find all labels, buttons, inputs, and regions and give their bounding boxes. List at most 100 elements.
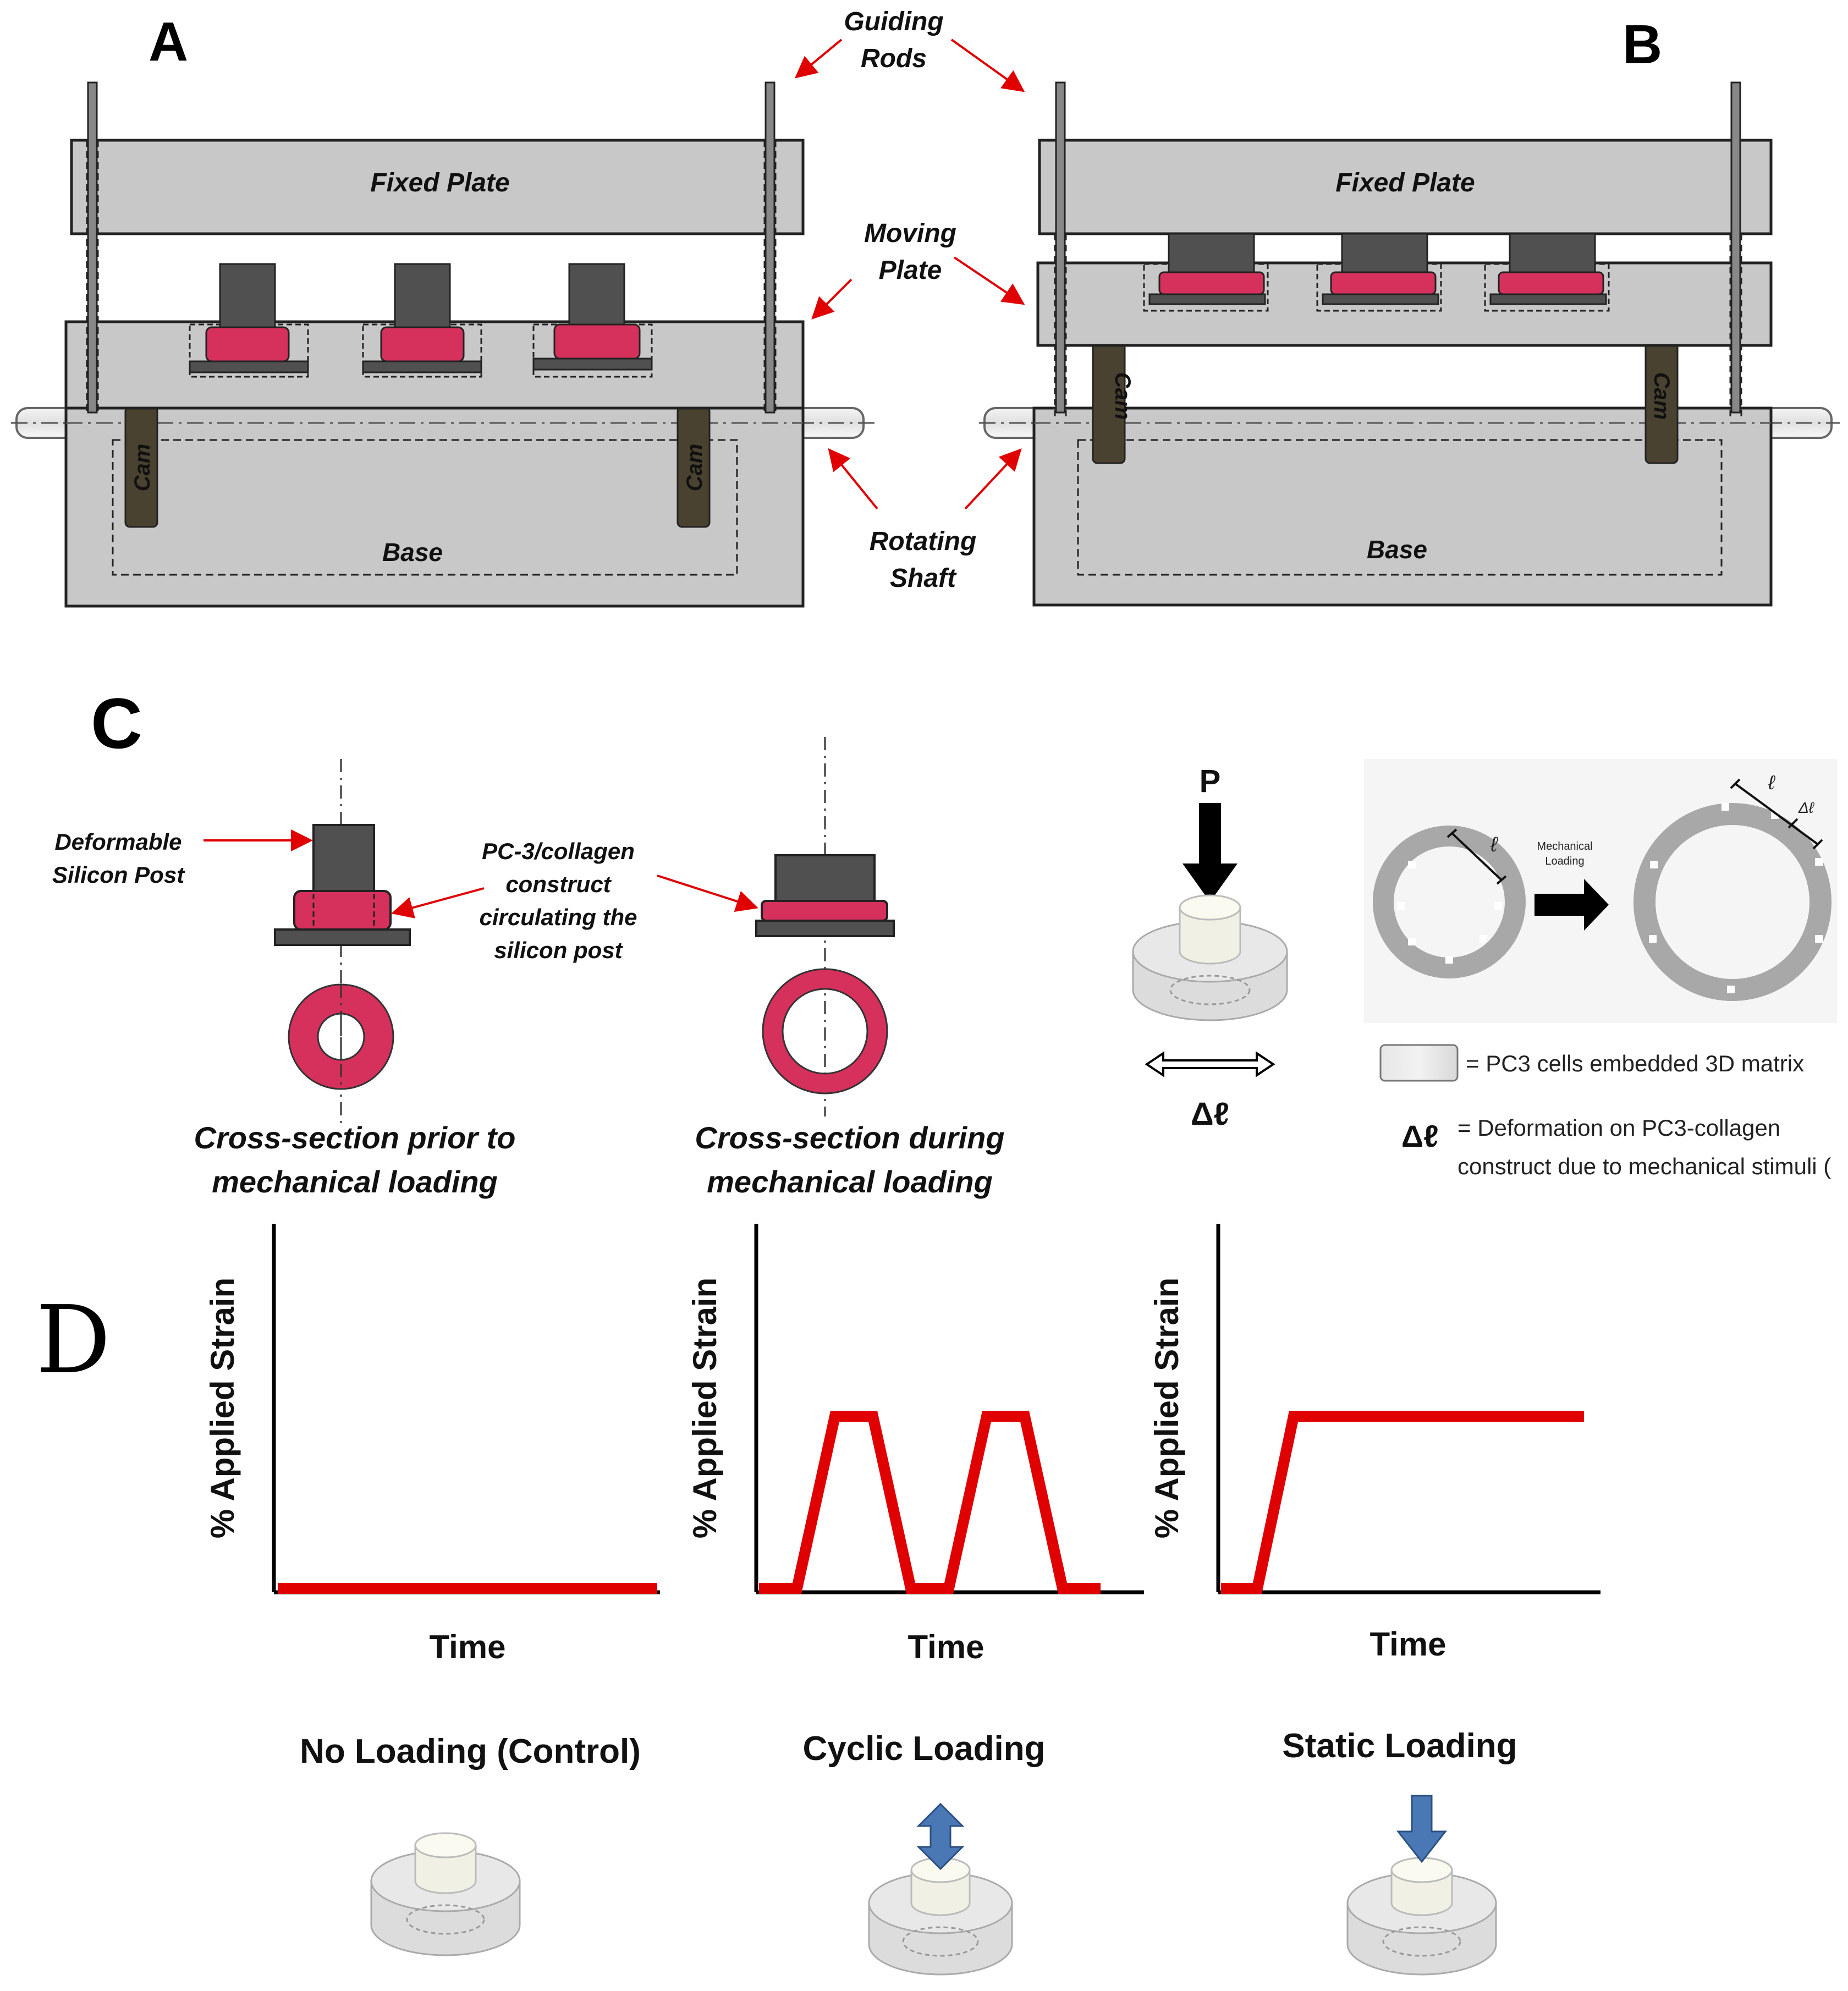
delta-l-label-ring: Δℓ: [1798, 799, 1815, 816]
arrow-guiding-rods-right: [950, 38, 1025, 92]
construct-prior: [293, 890, 392, 931]
title-chart2: Cyclic Loading: [803, 1730, 1046, 1768]
pc3-construct-label-line2: construct: [505, 871, 612, 897]
arrow-moving-plate-left: [811, 278, 853, 320]
xlabel-chart1: Time: [430, 1629, 506, 1665]
fixed-plate-label-b: Fixed Plate: [1335, 168, 1475, 197]
ylabel-chart2: % Applied Strain: [686, 1278, 723, 1539]
construct-unit-a1: [189, 263, 309, 378]
chart-static-loading: % Applied Strain Time Static Loading: [1148, 1224, 1601, 1765]
legend-matrix-swatch: [1379, 1044, 1459, 1082]
panel-label-b: B: [1623, 14, 1662, 75]
panel-d: D: [36, 1286, 111, 1395]
double-arrow-delta: [1145, 1051, 1275, 1077]
panel-b: B Base Cam Cam Fixed Plate: [979, 14, 1840, 607]
deformable-post-label-line1: Deformable: [54, 829, 182, 855]
arrow-rotating-shaft-left: [828, 448, 878, 510]
ring-cross-section-prior: [289, 985, 393, 1088]
legend-deformation-line2: construct due to mechanical stimuli (: [1458, 1153, 1831, 1179]
construct-during: [761, 900, 888, 922]
construct-unit-b1: [1143, 233, 1269, 312]
base-disc-prior: [274, 928, 411, 946]
base-cavity-b: [1077, 439, 1723, 576]
panel-label-a: A: [148, 11, 188, 73]
cross-prior-label-line2: mechanical loading: [212, 1164, 498, 1199]
ylabel-chart1: % Applied Strain: [204, 1278, 241, 1539]
chart-no-loading: % Applied Strain Time No Loading (Contro…: [204, 1224, 660, 1770]
cyclic-double-arrow: [916, 1802, 965, 1871]
guiding-rod-right-b: [1730, 81, 1741, 414]
guiding-rod-left-a: [87, 81, 98, 414]
construct-unit-a3: [532, 263, 653, 378]
panel-label-d: D: [36, 1286, 111, 1395]
construct-unit-b3: [1484, 233, 1610, 312]
delta-l-label: Δℓ: [1191, 1096, 1229, 1132]
base-label-a: Base: [382, 538, 443, 566]
strain-series-cyclic: [759, 1411, 1101, 1594]
large-ring: [1634, 778, 1832, 1001]
rotating-shaft-label-line2: Shaft: [890, 564, 957, 593]
pc3-construct-label-line1: PC-3/collagen: [482, 838, 635, 864]
cylinder-cyclic: [868, 1857, 1013, 1976]
cylinder-no-loading: [370, 1832, 521, 1956]
deformable-post-label-line2: Silicon Post: [52, 862, 185, 888]
small-ring: [1373, 826, 1526, 978]
base-label-b: Base: [1367, 535, 1427, 564]
mech-loading-arrow: [1535, 879, 1609, 931]
ell-label-small: ℓ: [1490, 833, 1498, 856]
xlabel-chart3: Time: [1370, 1626, 1447, 1663]
guiding-rods-label-line2: Rods: [861, 44, 927, 73]
guiding-rod-left-b: [1055, 81, 1066, 414]
fixed-plate-a: [70, 139, 805, 235]
cam-label-right-b: Cam: [1649, 372, 1674, 420]
silicon-post-during: [774, 854, 876, 903]
moving-plate-label-line1: Moving: [864, 219, 956, 248]
chart-cyclic-loading: % Applied Strain Time Cyclic Loading: [686, 1224, 1144, 1768]
cam-label-left-a: Cam: [130, 444, 155, 492]
mech-loading-label-line2: Loading: [1545, 855, 1584, 867]
arrow-moving-plate-right: [953, 256, 1025, 305]
panel-a: A Base Cam Cam Fixed Plate: [11, 11, 875, 608]
title-chart3: Static Loading: [1282, 1727, 1517, 1765]
construct-unit-a2: [362, 263, 482, 378]
fixed-plate-b: [1038, 139, 1773, 235]
ring-cross-section-during: [763, 970, 887, 1093]
cylinder-static: [1346, 1857, 1497, 1976]
apparatus-callouts: Guiding Rods Moving Plate Rotating Shaft: [794, 7, 1025, 593]
load-arrow: [1182, 803, 1238, 902]
arrow-guiding-rods-left: [794, 38, 843, 79]
arrow-pc3-construct-right: [657, 875, 758, 912]
panel-label-c: C: [91, 683, 142, 763]
ell-label-large: ℓ: [1768, 771, 1776, 794]
load-symbol-p: P: [1200, 763, 1221, 799]
guiding-rods-label-line1: Guiding: [844, 7, 943, 36]
arrow-rotating-shaft-right: [964, 448, 1022, 510]
rotating-shaft-label-line1: Rotating: [870, 527, 977, 556]
cross-during-label-line1: Cross-section during: [695, 1120, 1004, 1155]
pc3-construct-label-line4: silicon post: [494, 937, 623, 963]
guiding-rod-right-a: [765, 81, 776, 414]
title-chart1: No Loading (Control): [300, 1733, 641, 1770]
ylabel-chart3: % Applied Strain: [1148, 1278, 1185, 1539]
loaded-cylinder-c: [1132, 894, 1288, 1021]
legend-matrix-label: = PC3 cells embedded 3D matrix: [1466, 1050, 1804, 1076]
xlabel-chart2: Time: [908, 1629, 985, 1665]
silicon-post-prior: [312, 824, 375, 895]
legend-deformation-line1: = Deformation on PC3-collagen: [1458, 1115, 1780, 1141]
cam-label-left-b: Cam: [1110, 372, 1135, 420]
base-cavity-a: [112, 439, 738, 576]
static-down-arrow: [1396, 1795, 1448, 1863]
base-disc-during: [755, 920, 895, 937]
fixed-plate-label-a: Fixed Plate: [370, 168, 509, 197]
cross-prior-label-line1: Cross-section prior to: [194, 1120, 516, 1155]
moving-plate-label-line2: Plate: [879, 256, 942, 285]
strain-series-static: [1221, 1411, 1584, 1594]
cam-label-right-a: Cam: [683, 444, 707, 492]
construct-unit-b2: [1316, 233, 1442, 312]
cross-during-label-line2: mechanical loading: [707, 1164, 993, 1199]
panel-c: C Deformable Silicon Post PC-3/collagen …: [52, 683, 1837, 1199]
pc3-construct-label-line3: circulating the: [479, 904, 637, 930]
arrow-pc3-construct-left: [391, 887, 485, 919]
mech-loading-label-line1: Mechanical: [1537, 840, 1592, 853]
